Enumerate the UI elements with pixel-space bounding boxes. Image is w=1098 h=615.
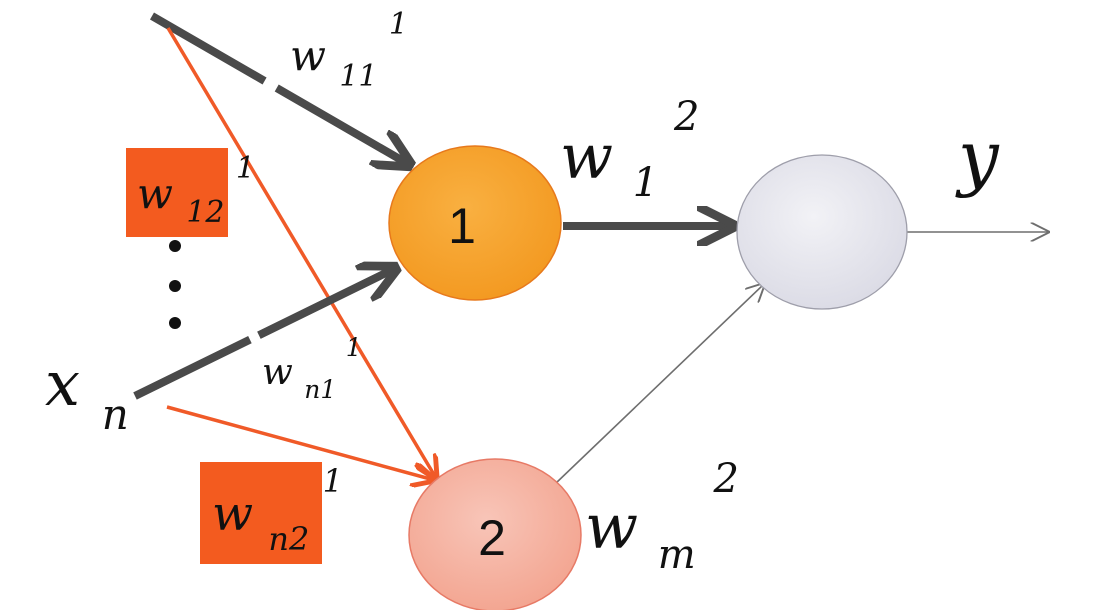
hidden-node-2-label: 2 — [478, 510, 506, 566]
edge-x1-to-node1 — [149, 12, 410, 165]
label-box-wn2 — [200, 462, 322, 564]
input-label-xn: x n — [45, 347, 129, 439]
weight-label-wm-layer2: w m 2 — [585, 456, 739, 583]
hidden-node-1 — [388, 145, 562, 301]
weight-label-wn1: w n1 1 — [262, 333, 362, 407]
edge-xn-to-node1 — [133, 268, 396, 400]
output-label-y: y — [955, 115, 1000, 199]
output-node — [736, 154, 908, 310]
edge-xn-to-node2 — [166, 405, 434, 480]
ellipsis-dot — [169, 240, 181, 252]
weight-label-wn2: w n2 1 — [212, 462, 343, 562]
label-box-w12 — [126, 148, 228, 237]
edge-x1-to-node2 — [166, 27, 436, 478]
weight-label-w11: w 11 1 — [290, 7, 408, 96]
edge-node2-to-output — [554, 284, 764, 485]
ellipsis-dot — [169, 280, 181, 292]
weight-label-w1-layer2: w 1 2 — [560, 94, 699, 211]
ellipsis-dot — [169, 317, 181, 329]
hidden-node-1-label: 1 — [448, 198, 476, 254]
weight-label-w12: w 12 1 — [137, 151, 255, 232]
